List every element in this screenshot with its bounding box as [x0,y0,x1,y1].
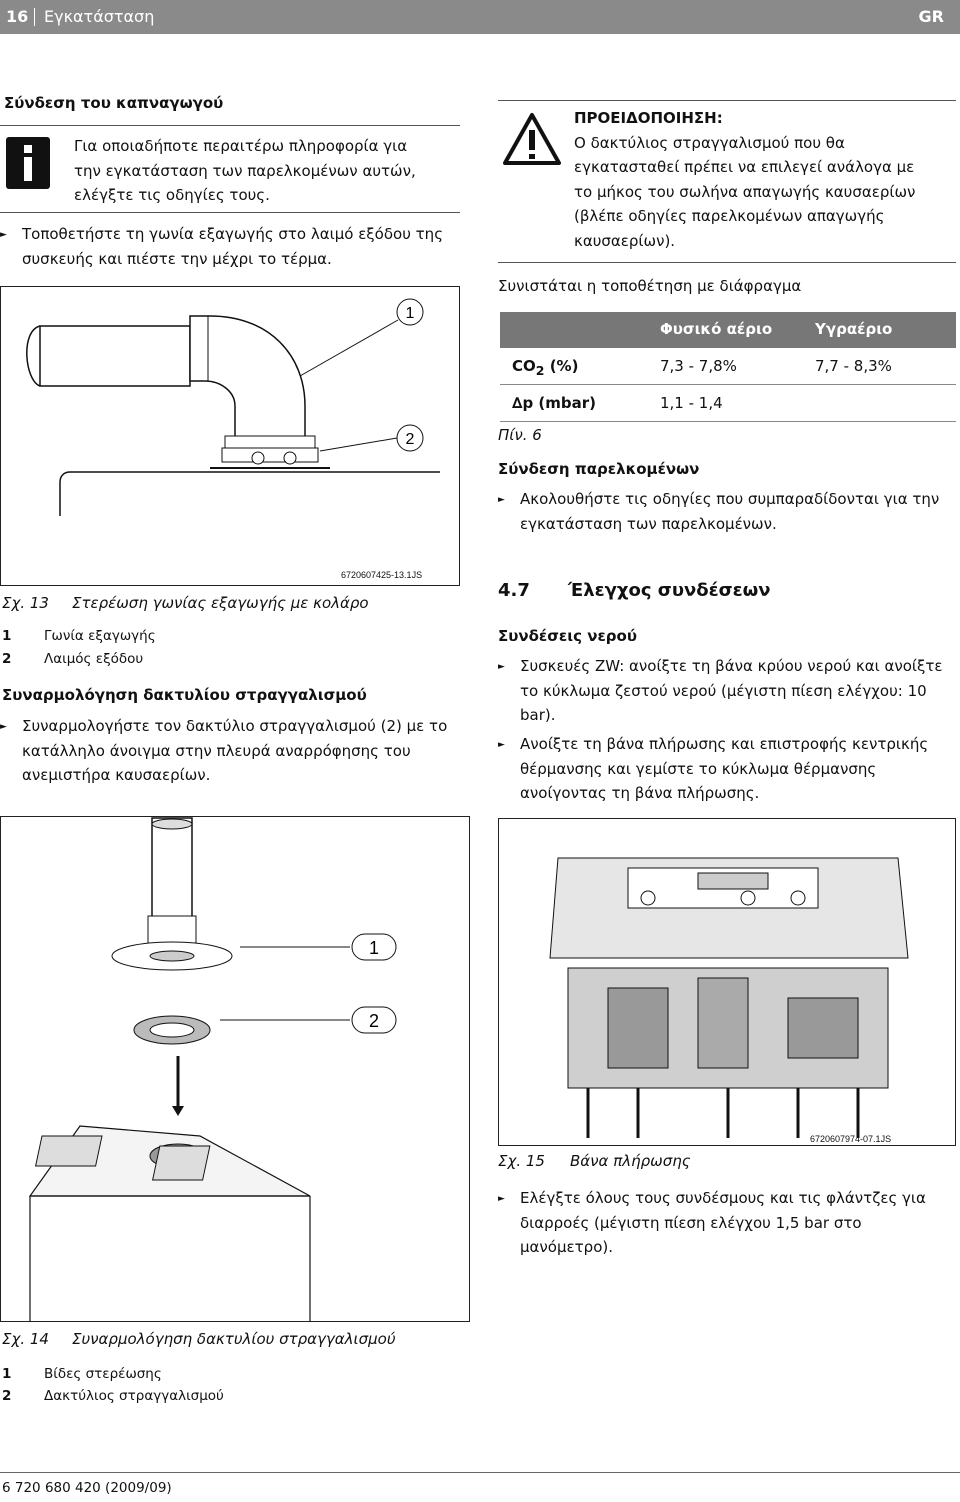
gas-table: Φυσικό αέριο Υγραέριο CO2 (%) 7,3 - 7,8%… [500,312,956,422]
bullet-water-2: Ανοίξτε τη βάνα πλήρωσης και επιστροφής … [498,732,929,806]
table-header-row: Φυσικό αέριο Υγραέριο [500,312,956,348]
legend-text: Γωνία εξαγωγής [44,628,156,644]
bullet-line: διαρροές (μέγιστη πίεση ελέγχου 1,5 bar … [520,1213,862,1232]
info-line: την εγκατάσταση των παρελκομένων αυτών, [74,161,416,180]
table-col-natural-gas: Φυσικό αέριο [660,320,773,338]
callout-2: 2 [406,431,415,448]
flue-elbow-illustration: 1 2 [0,286,460,586]
callout-1: 1 [406,305,415,322]
bullet-line: κατάλληλο άνοιγμα στην πλευρά αναρρόφηση… [22,741,411,760]
info-rule-bottom [0,212,460,213]
figure-15 [498,818,956,1146]
figure-13-title: Στερέωση γωνίας εξαγωγής με κολάρο [72,594,369,612]
co-unit: (%) [544,357,579,375]
figure-14-label: Σχ. 14 [2,1330,49,1348]
bullet-line: μανόμετρο). [520,1238,613,1256]
table-caption: Πίν. 6 [498,426,542,444]
warning-icon [503,113,561,165]
legend-text: Δακτύλιος στραγγαλισμού [44,1388,224,1404]
bullet-water-1: Συσκευές ZW: ανοίξτε τη βάνα κρύου νερού… [498,654,943,728]
bullet-check-leaks: Ελέγξτε όλους τους συνδέσμους και τις φλ… [498,1186,926,1260]
table-col-lpg: Υγραέριο [815,320,893,338]
warning-title: ΠΡΟΕΙΔΟΠΟΙΗΣΗ: [574,109,723,127]
warning-line: το μήκος του σωλήνα απαγωγής καυσαερίων [574,182,916,201]
bullet-line: εγκατάσταση των παρελκομένων. [520,514,777,533]
legend-num: 2 [2,651,12,667]
bullet-line: συσκευής και πιέστε την μέχρι το τέρμα. [22,249,332,268]
heading-restrictor-ring: Συναρμολόγηση δακτυλίου στραγγαλισμού [2,686,367,704]
bullet-line: θέρμανσης και γεμίστε το κύκλωμα θέρμανσ… [520,759,877,778]
section-title: Έλεγχος συνδέσεων [568,580,771,601]
figure-14: 1 2 [0,816,470,1322]
warning-line: καυσαερίων). [574,231,676,250]
page-number: 16 [6,7,29,26]
bullet-accessories: Ακολουθήστε τις οδηγίες που συμπαραδίδον… [498,487,940,536]
document-number: 6 720 680 420 (2009/09) [2,1480,172,1496]
figure-13-label: Σχ. 13 [2,594,49,612]
callout-2: 2 [369,1011,379,1031]
warning-rule-bottom [498,262,956,263]
fill-valve-illustration [498,818,956,1146]
co-label: CO [512,357,536,375]
table-row: CO2 (%) 7,3 - 7,8% 7,7 - 8,3% [500,348,956,385]
co-subscript: 2 [535,363,545,378]
heading-water-connections: Συνδέσεις νερού [498,627,637,645]
language-code: GR [918,7,944,26]
callout-1: 1 [369,938,379,958]
bullet-line: Ελέγξτε όλους τους συνδέσμους και τις φλ… [520,1189,926,1207]
bullet-line: ανοίγοντας τη βάνα πλήρωσης. [520,784,760,802]
legend-num: 1 [2,1366,12,1382]
bullet-line: Τοποθετήστε τη γωνία εξαγωγής στο λαιμό … [22,225,443,243]
table-row-label: CO2 (%) [512,357,578,378]
warning-rule-top [498,100,956,101]
footer-rule [0,1472,960,1473]
restrictor-ring-illustration: 1 2 [0,816,470,1322]
legend-num: 1 [2,628,12,644]
bullet-line: το κύκλωμα ζεστού νερού (μέγιστη πίεση ε… [520,681,927,700]
warning-line: (βλέπε οδηγίες παρελκομένων απαγωγής [574,207,885,225]
warning-line: εγκατασταθεί πρέπει να επιλεγεί ανάλογα … [574,158,915,176]
figure-15-title: Βάνα πλήρωσης [570,1152,691,1170]
figure-13-code: 6720607425-13.1JS [341,570,423,580]
legend-num: 2 [2,1388,12,1404]
table-row: ∆p (mbar) 1,1 - 1,4 [500,385,956,422]
table-cell: 7,7 - 8,3% [815,357,892,375]
bullet-line: ανεμιστήρα καυσαερίων. [22,766,211,784]
info-rule-top [0,125,460,126]
table-cell: 1,1 - 1,4 [660,394,723,412]
bullet-line: Συναρμολογήστε τον δακτύλιο στραγγαλισμο… [22,717,448,735]
figure-15-code: 6720607974-07.1JS [810,1134,892,1144]
bullet-fit-elbow: Τοποθετήστε τη γωνία εξαγωγής στο λαιμό … [0,222,443,271]
table-cell: 7,3 - 7,8% [660,357,737,375]
warning-line: Ο δακτύλιος στραγγαλισμού που θα [574,133,845,152]
table-row-label: ∆p (mbar) [512,394,597,412]
figure-13: 1 2 [0,286,460,586]
heading-accessories: Σύνδεση παρελκομένων [498,460,700,478]
page-header: 16 Εγκατάσταση GR [0,0,960,34]
bullet-fit-ring: Συναρμολογήστε τον δακτύλιο στραγγαλισμο… [0,714,448,788]
bullet-line: Ανοίξτε τη βάνα πλήρωσης και επιστροφής … [520,735,929,753]
legend-text: Βίδες στερέωσης [44,1366,162,1382]
warning-block: ΠΡΟΕΙΔΟΠΟΙΗΣΗ: Ο δακτύλιος στραγγαλισμού… [574,106,915,253]
info-text: Για οποιαδήποτε περαιτέρω πληροφορία για… [74,134,416,208]
heading-flue-connection: Σύνδεση του καπναγωγού [4,94,224,112]
bullet-line: bar). [520,706,556,724]
figure-15-label: Σχ. 15 [498,1152,545,1170]
section-name: Εγκατάσταση [44,7,155,26]
info-icon [6,137,50,189]
header-divider [34,8,35,26]
recommendation-text: Συνιστάται η τοποθέτηση με διάφραγμα [498,277,802,295]
section-number: 4.7 [498,580,530,601]
figure-14-title: Συναρμολόγηση δακτυλίου στραγγαλισμού [72,1330,396,1348]
bullet-line: Συσκευές ZW: ανοίξτε τη βάνα κρύου νερού… [520,657,943,675]
info-line: Για οποιαδήποτε περαιτέρω πληροφορία για [74,137,408,155]
bullet-line: Ακολουθήστε τις οδηγίες που συμπαραδίδον… [520,490,940,508]
info-line: ελέγξτε τις οδηγίες τους. [74,186,270,204]
legend-text: Λαιμός εξόδου [44,651,144,667]
